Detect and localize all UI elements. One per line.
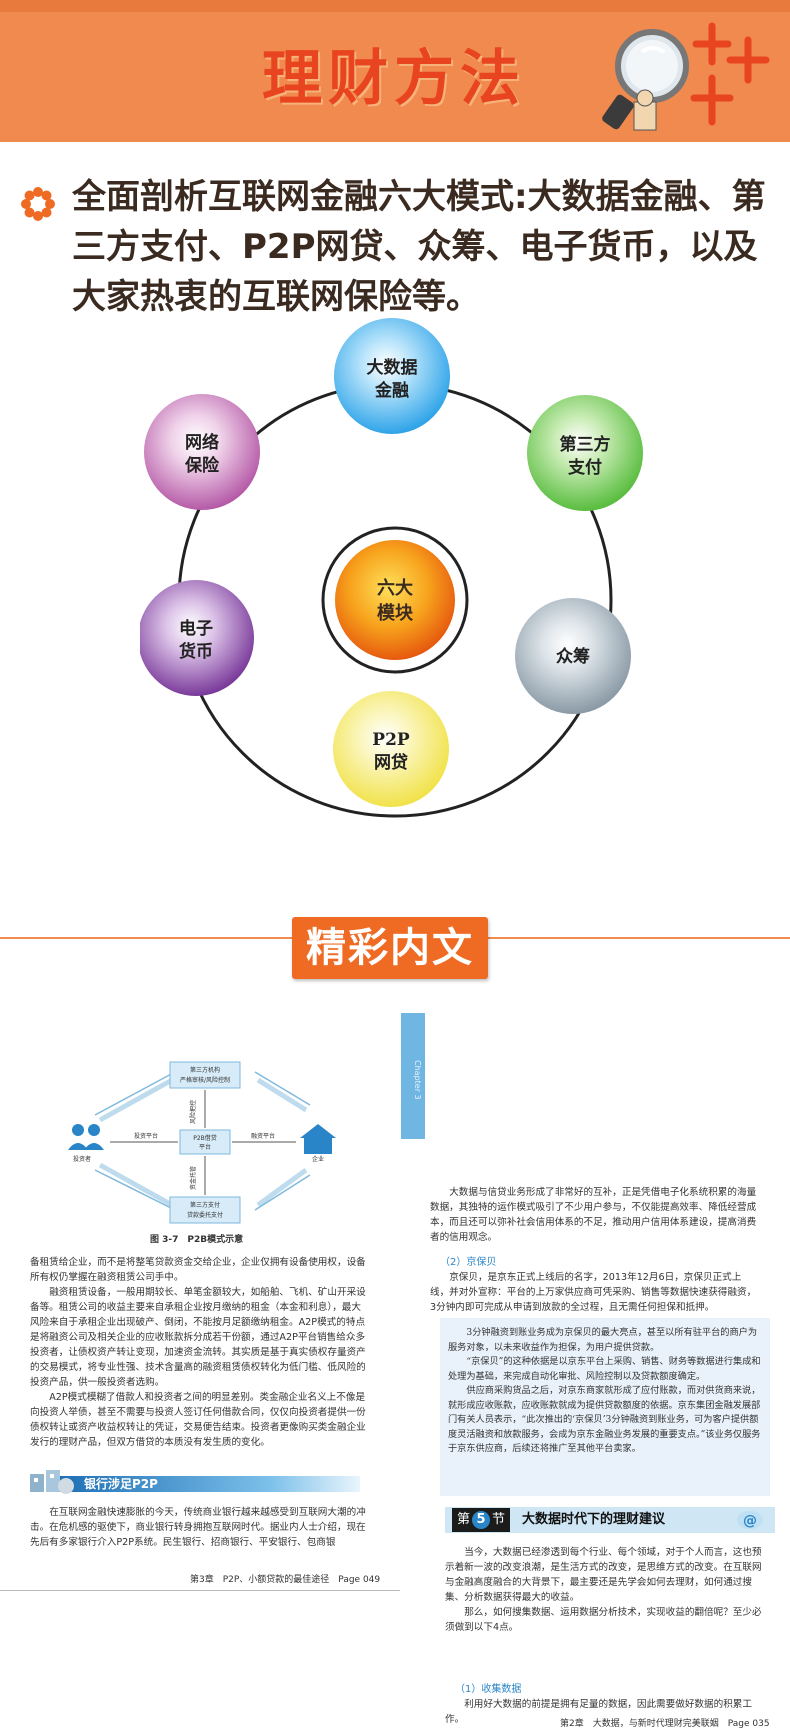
figure-caption: 图 3-7 P2B模式示意 <box>150 1235 244 1245</box>
bank-heading-label: 银行涉足P2P <box>84 1477 158 1491</box>
right-body-text-3: 当今，大数据已经渗透到每个行业、每个领域，对于个人而言，这也预示着新一波的改变浪… <box>445 1545 770 1635</box>
fig-top-box-1: 第三方机构 <box>190 1066 220 1074</box>
node-internet-insurance-label-1: 网络 <box>185 432 219 453</box>
svg-text:@: @ <box>743 1513 757 1529</box>
node-p2p-lending-label-2: 网贷 <box>374 752 408 773</box>
fig-arrow-top-label: 风险把控 <box>189 1100 197 1124</box>
quote-paragraph-3: 供应商采购货品之后，对京东商家就形成了应付账款，而对供货商来说，就形成应收账款，… <box>448 1385 761 1454</box>
node-e-currency-label-1: 电子 <box>179 618 213 639</box>
node-internet-insurance-label-2: 保险 <box>184 455 220 476</box>
fig-right-label: 企业 <box>312 1155 324 1163</box>
bank-paragraph: 在互联网金融快速膨胀的今天，传统商业银行越来越感受到互联网大潮的冲击。在危机感的… <box>30 1507 366 1548</box>
fig-arrow-left-label: 投资平台 <box>134 1132 158 1140</box>
node-big-data-finance <box>334 318 450 434</box>
plus-decoration-icon <box>690 22 770 126</box>
at-sign-icon: @ <box>737 1511 763 1529</box>
page-title: 理财方法 <box>262 44 526 114</box>
fig-top-box-2: 严格审核/风险控制 <box>180 1076 230 1084</box>
section5-title: 大数据时代下的理财建议 <box>522 1512 666 1527</box>
header-top-band <box>0 0 790 12</box>
chapter-tab-label: Chapter 3 <box>413 1060 422 1100</box>
center-node <box>335 540 455 660</box>
right-body-text-4: 利用好大数据的前提是拥有足量的数据，因此需要做好数据的积累工作。 <box>445 1697 770 1727</box>
center-label-1: 六大 <box>377 577 413 599</box>
right-paragraph-2: 京保贝，是京东正式上线后的名字，2013年12月6日，京保贝正式上线，并对外宣称… <box>430 1272 757 1313</box>
quote-paragraph-2: “京保贝”的这种依据是以京东平台上采购、销售、财务等数据进行集成和处理为基础，来… <box>448 1356 761 1382</box>
subheading-jingbaobei: （2）京保贝 <box>440 1257 497 1268</box>
chapter-tab <box>401 1013 425 1139</box>
quote-paragraph-1: 3分钟融资到账业务成为京保贝的最大亮点，甚至以所有驻平台的商户为服务对象，以未来… <box>448 1327 758 1353</box>
section5-suffix: 节 <box>492 1512 506 1527</box>
left-page-footer: 第3章 P2P、小额贷款的最佳途径 Page 049 <box>190 1575 381 1585</box>
subheading-collect-data: （1）收集数据 <box>455 1684 522 1695</box>
left-paragraph-3: A2P模式模糊了借款人和投资者之间的明显差别。类金融企业名义上不像是向投资人举债… <box>30 1392 366 1448</box>
left-body-text-2: 在互联网金融快速膨胀的今天，传统商业银行越来越感受到互联网大潮的冲击。在危机感的… <box>30 1505 370 1550</box>
right-body-text-1: 大数据与信贷业务形成了非常好的互补，正是凭借电子化系统积累的海量数据，其独特的运… <box>430 1185 760 1245</box>
quote-text: 3分钟融资到账业务成为京保贝的最大亮点，甚至以所有驻平台的商户为服务对象，以未来… <box>448 1326 762 1457</box>
node-third-party-payment-label-1: 第三方 <box>560 434 611 455</box>
intro-heading: 全面剖析互联网金融六大模式:大数据金融、第三方支付、P2P网贷、众筹、电子货币，… <box>72 177 766 317</box>
node-big-data-finance-label-1: 大数据 <box>367 357 418 378</box>
flower-bullet-icon <box>21 187 55 221</box>
left-footer-rule <box>0 1590 400 1591</box>
node-p2p-lending <box>333 691 449 807</box>
right-paragraph-5: 利用好大数据的前提是拥有足量的数据，因此需要做好数据的积累工作。 <box>445 1699 752 1725</box>
left-paragraph-2: 融资租赁设备，一般用期较长、单笔金额较大，如船舶、飞机、矿山开采设备等。租赁公司… <box>30 1287 366 1388</box>
fig-center-box-1: P2B借贷 <box>193 1134 217 1142</box>
center-label-2: 模块 <box>377 602 414 624</box>
quote-box <box>440 1318 770 1496</box>
node-e-currency-label-2: 货币 <box>179 641 213 662</box>
fig-arrow-bottom-label: 资金托管 <box>189 1166 197 1190</box>
six-modes-diagram: 六大 模块 大数据 金融 第三方 支付 众筹 P2P 网贷 电子 货币 网络 保… <box>140 318 643 818</box>
fig-left-label: 投资者 <box>73 1155 91 1163</box>
right-paragraph-4: 那么，如何搜集数据、运用数据分析技术，实现收益的翻倍呢？至少必须做到以下4点。 <box>445 1607 762 1633</box>
node-p2p-lending-label-1: P2P <box>372 730 410 750</box>
right-paragraph-3: 当今，大数据已经渗透到每个行业、每个领域，对于个人而言，这也预示着新一波的改变浪… <box>445 1547 762 1603</box>
p2b-diagram-figure: 第三方机构 严格审核/风险控制 P2B借贷 平台 第三方支付 贷款委托支付 投资… <box>68 1061 336 1224</box>
right-body-text-2: 京保贝，是京东正式上线后的名字，2013年12月6日，京保贝正式上线，并对外宣称… <box>430 1270 760 1315</box>
section-title: 精彩内文 <box>292 917 488 979</box>
node-big-data-finance-label-2: 金融 <box>374 380 409 401</box>
node-third-party-payment-label-2: 支付 <box>568 457 602 478</box>
right-page-footer: 第2章 大数据，与新时代理财完美联姻 Page 035 <box>560 1719 770 1729</box>
magnifier-icon <box>602 29 689 131</box>
bank-heading-bar <box>60 1476 360 1492</box>
node-internet-insurance <box>144 394 260 510</box>
fig-arrow-right-label: 融资平台 <box>251 1132 275 1140</box>
fig-center-box-2: 平台 <box>199 1143 211 1151</box>
node-e-currency <box>140 580 254 696</box>
bank-illustration-icon <box>30 1470 74 1494</box>
left-paragraph-1: 备租赁给企业，而不是将整笔贷款资金交给企业，企业仅拥有设备使用权，设备所有权仍掌… <box>30 1257 366 1283</box>
fig-bottom-box-2: 贷款委托支付 <box>187 1211 223 1219</box>
left-body-text: 备租赁给企业，而不是将整笔贷款资金交给企业，企业仅拥有设备使用权，设备所有权仍掌… <box>30 1255 370 1450</box>
node-crowdfunding-label: 众筹 <box>556 646 590 667</box>
section5-prefix: 第 <box>456 1512 470 1527</box>
node-third-party-payment <box>527 395 643 511</box>
right-paragraph-1: 大数据与信贷业务形成了非常好的互补，正是凭借电子化系统积累的海量数据，其独特的运… <box>430 1187 757 1243</box>
fig-bottom-box-1: 第三方支付 <box>190 1201 220 1209</box>
node-crowdfunding <box>515 598 631 714</box>
section5-number: 5 <box>472 1511 490 1529</box>
